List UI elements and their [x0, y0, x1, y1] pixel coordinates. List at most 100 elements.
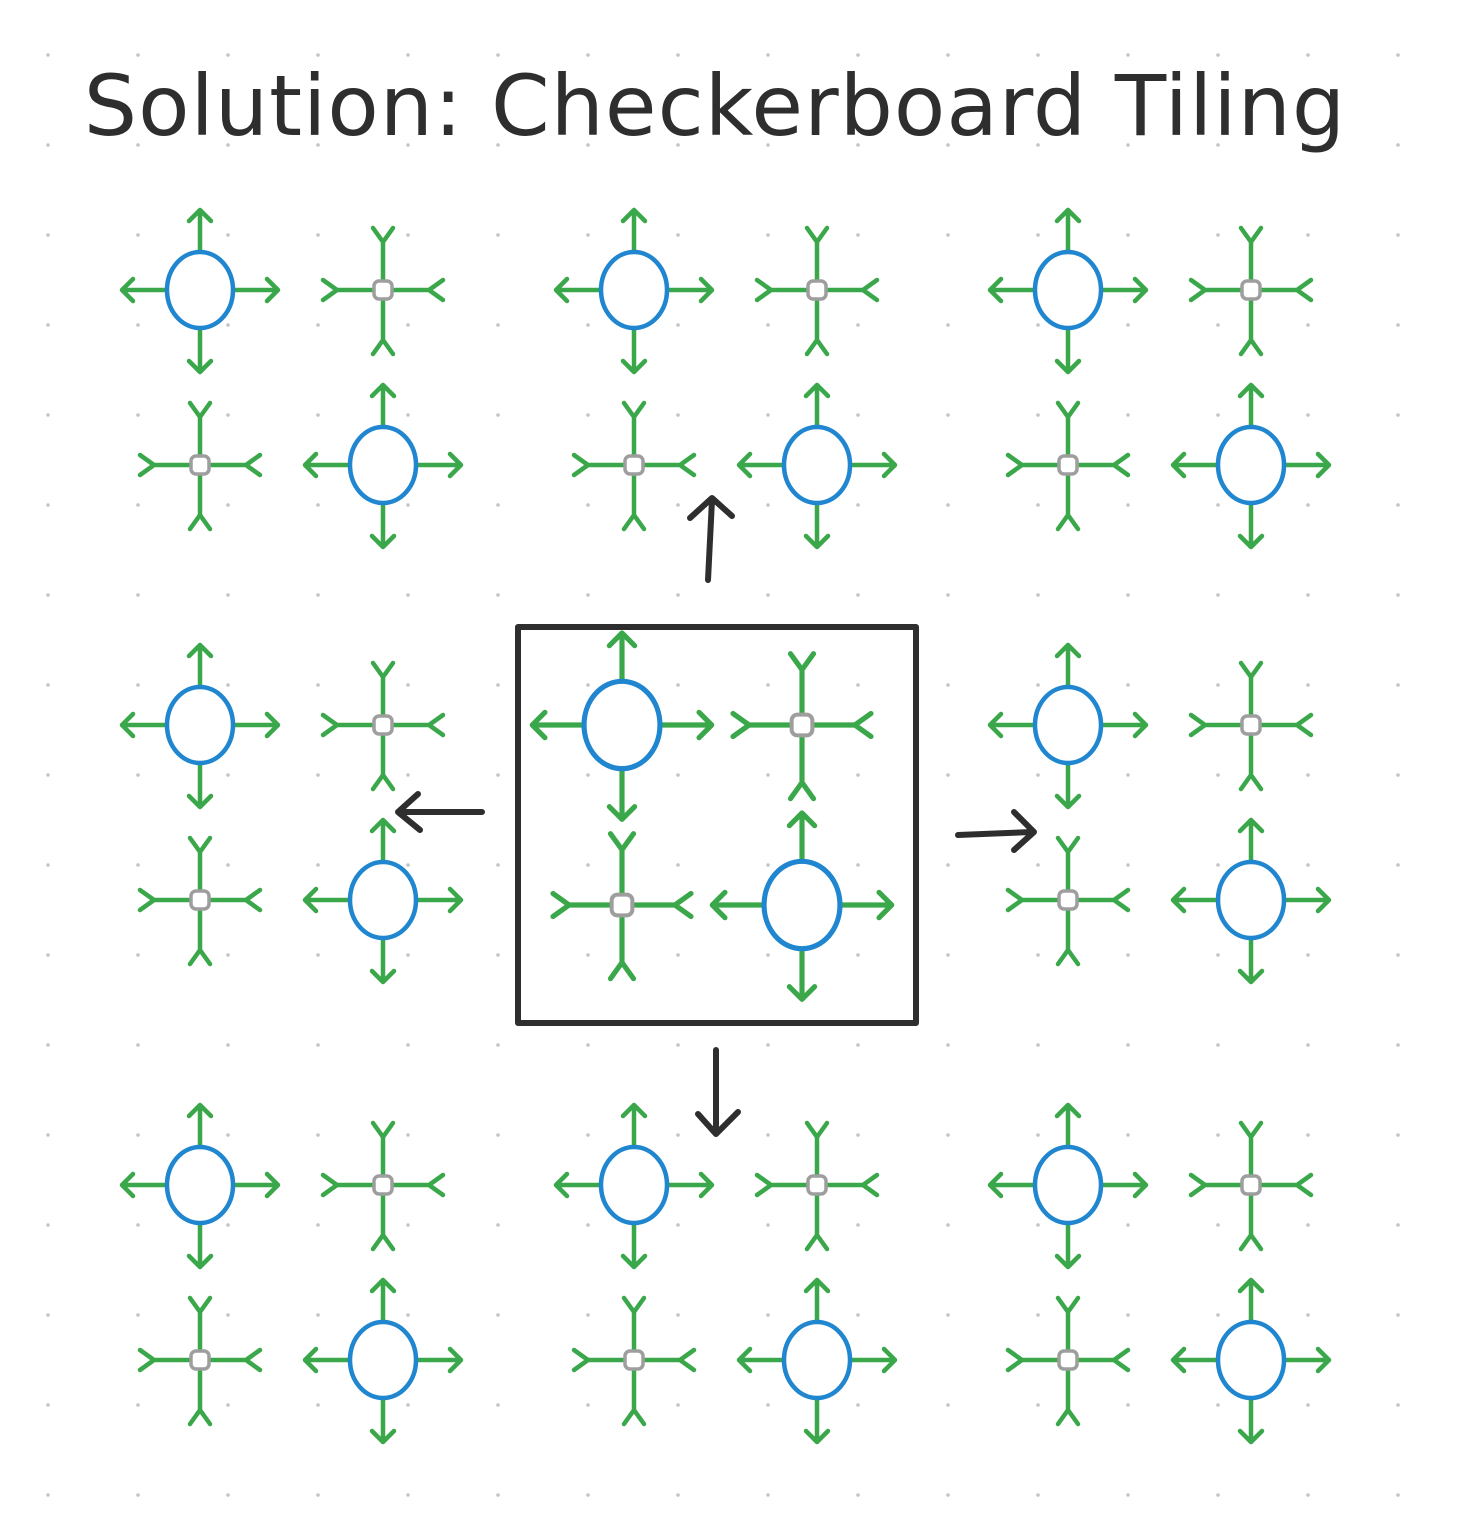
inward-arrow-icon: [1238, 296, 1264, 357]
source-node: [119, 1102, 281, 1270]
grid-dot: [1036, 1493, 1040, 1497]
grid-dot: [226, 53, 230, 57]
grid-dot: [226, 503, 230, 507]
tile: [987, 207, 1332, 550]
grid-dot: [496, 413, 500, 417]
inward-arrow-icon: [571, 1347, 628, 1373]
grid-dot: [676, 1403, 680, 1407]
grid-dot: [586, 863, 590, 867]
grid-dot: [496, 503, 500, 507]
grid-dot: [1036, 593, 1040, 597]
grid-dot: [1396, 53, 1400, 57]
grid-dot: [1396, 143, 1400, 147]
inward-arrow-icon: [804, 296, 830, 357]
grid-dot: [586, 413, 590, 417]
grid-dot: [136, 503, 140, 507]
grid-dot: [946, 1043, 950, 1047]
grid-dot: [1216, 1403, 1220, 1407]
grid-dot: [406, 863, 410, 867]
grid-dot: [46, 53, 50, 57]
sink-square-icon: [1057, 889, 1079, 911]
grid-dot: [136, 413, 140, 417]
grid-dot: [856, 593, 860, 597]
sink-square-icon: [372, 1174, 394, 1196]
grid-dot: [676, 953, 680, 957]
grid-dot: [226, 773, 230, 777]
grid-dot: [316, 1223, 320, 1227]
grid-dot: [856, 953, 860, 957]
grid-dot: [1216, 863, 1220, 867]
inward-arrow-icon: [621, 1295, 647, 1354]
source-node: [987, 1102, 1149, 1270]
grid-dot: [136, 323, 140, 327]
grid-dot: [676, 1223, 680, 1227]
grid-dot: [46, 1493, 50, 1497]
inward-arrow-icon: [1188, 1172, 1245, 1198]
source-circle-icon: [164, 1144, 236, 1226]
grid-dot: [46, 233, 50, 237]
inward-arrow-icon: [1005, 1347, 1062, 1373]
grid-dot: [316, 773, 320, 777]
grid-dot: [1036, 863, 1040, 867]
grid-dot: [856, 1493, 860, 1497]
source-node: [1170, 382, 1332, 550]
grid-dot: [1216, 1493, 1220, 1497]
grid-dot: [226, 1133, 230, 1137]
tile: [987, 1102, 1332, 1445]
inward-arrow-icon: [809, 710, 874, 740]
grid-dot: [406, 53, 410, 57]
inward-arrow-icon: [754, 1172, 811, 1198]
outward-arrow-icon: [736, 451, 790, 479]
grid-dot: [496, 683, 500, 687]
grid-dot: [946, 953, 950, 957]
sink-node: [1188, 1120, 1314, 1252]
outward-arrow-icon: [661, 276, 715, 304]
grid-dot: [1306, 1403, 1310, 1407]
grid-dot: [136, 233, 140, 237]
inward-arrow-icon: [206, 452, 263, 478]
grid-dot: [1216, 1043, 1220, 1047]
outward-arrow-icon: [553, 276, 607, 304]
grid-dot: [1216, 233, 1220, 237]
inward-arrow-icon: [730, 710, 795, 740]
sink-square-icon: [1057, 454, 1079, 476]
sink-square-icon: [789, 712, 815, 738]
grid-dot: [856, 1133, 860, 1137]
source-circle-icon: [164, 249, 236, 331]
inward-arrow-icon: [187, 835, 213, 894]
grid-dot: [406, 143, 410, 147]
sink-square-icon: [1240, 1174, 1262, 1196]
grid-dot: [46, 953, 50, 957]
grid-dot: [226, 1313, 230, 1317]
grid-dot: [1306, 413, 1310, 417]
grid-dot: [1396, 773, 1400, 777]
sink-node: [1005, 1295, 1131, 1427]
grid-dot: [46, 683, 50, 687]
grid-dot: [496, 593, 500, 597]
grid-dot: [316, 1403, 320, 1407]
sink-square-icon: [372, 714, 394, 736]
grid-dot: [136, 1043, 140, 1047]
sink-square-icon: [623, 1349, 645, 1371]
grid-dot: [1036, 953, 1040, 957]
grid-dot: [226, 1493, 230, 1497]
grid-dot: [136, 1313, 140, 1317]
grid-dot: [136, 773, 140, 777]
grid-dot: [586, 953, 590, 957]
grid-dot: [406, 323, 410, 327]
grid-dot: [136, 683, 140, 687]
grid-dot: [1126, 683, 1130, 687]
grid-dot: [1396, 323, 1400, 327]
grid-dot: [406, 683, 410, 687]
grid-dot: [46, 1043, 50, 1047]
sink-square-icon: [189, 1349, 211, 1371]
tile-grid: [119, 207, 1332, 1445]
grid-dot: [586, 323, 590, 327]
outward-arrow-icon: [119, 1171, 173, 1199]
inward-arrow-icon: [571, 452, 628, 478]
grid-dot: [1216, 683, 1220, 687]
grid-dot: [406, 233, 410, 237]
sink-node: [1005, 835, 1131, 967]
sink-square-icon: [806, 279, 828, 301]
outward-arrow-icon: [302, 1346, 356, 1374]
